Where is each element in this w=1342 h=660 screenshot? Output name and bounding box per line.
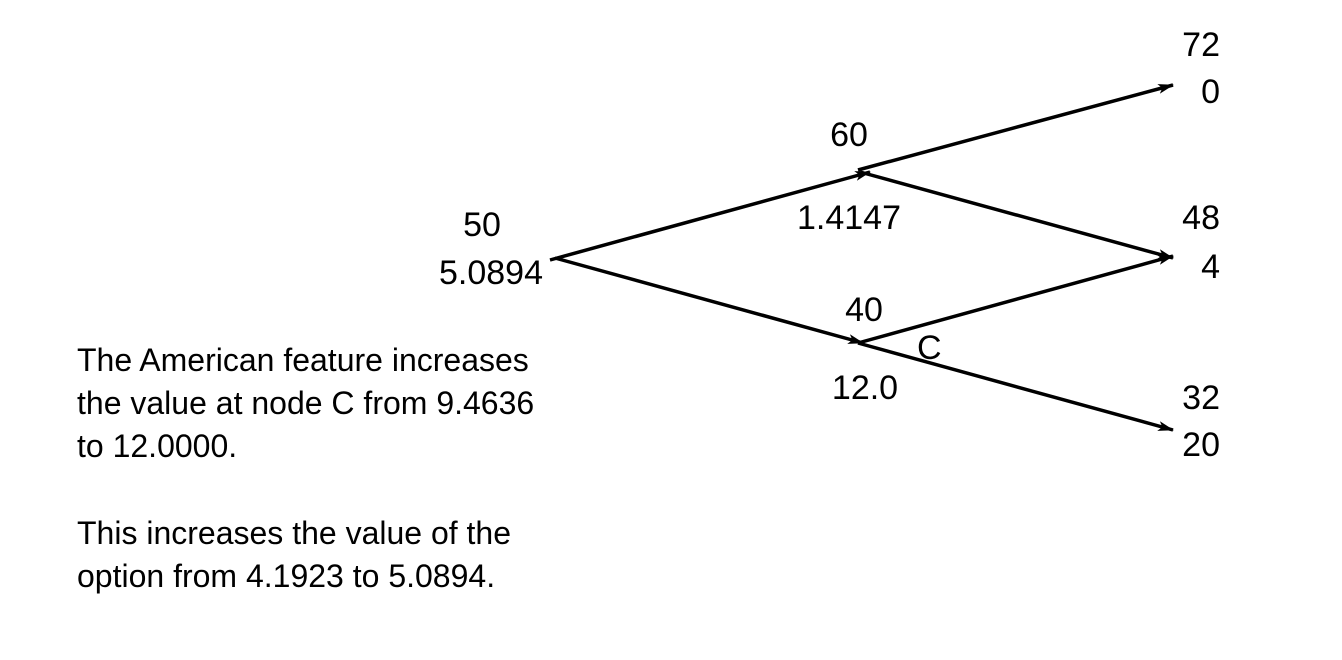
up-price: 60 — [830, 116, 868, 154]
root-value: 5.0894 — [439, 254, 543, 292]
node-c-label: C — [917, 329, 942, 367]
branch-down-to-dd — [857, 341, 1174, 432]
note-american-feature: The American feature increases the value… — [77, 342, 535, 464]
branch-down-to-ud — [857, 254, 1174, 345]
branch-up-to-ud — [859, 170, 1174, 260]
branch-root-to-up — [549, 170, 871, 262]
root-price: 50 — [463, 206, 501, 244]
uu-value: 0 — [1201, 73, 1220, 111]
branch-up-to-uu — [857, 83, 1174, 172]
uu-price: 72 — [1182, 26, 1220, 64]
dd-value: 20 — [1182, 426, 1220, 464]
ud-price: 48 — [1182, 199, 1220, 237]
ud-value: 4 — [1201, 248, 1220, 286]
down-value: 12.0 — [831, 369, 899, 407]
branch-root-to-down — [554, 256, 864, 345]
up-value: 1.4147 — [797, 199, 901, 237]
down-price: 40 — [845, 291, 883, 329]
dd-price: 32 — [1182, 379, 1220, 417]
note-option-value: This increases the value of the option f… — [77, 515, 512, 594]
